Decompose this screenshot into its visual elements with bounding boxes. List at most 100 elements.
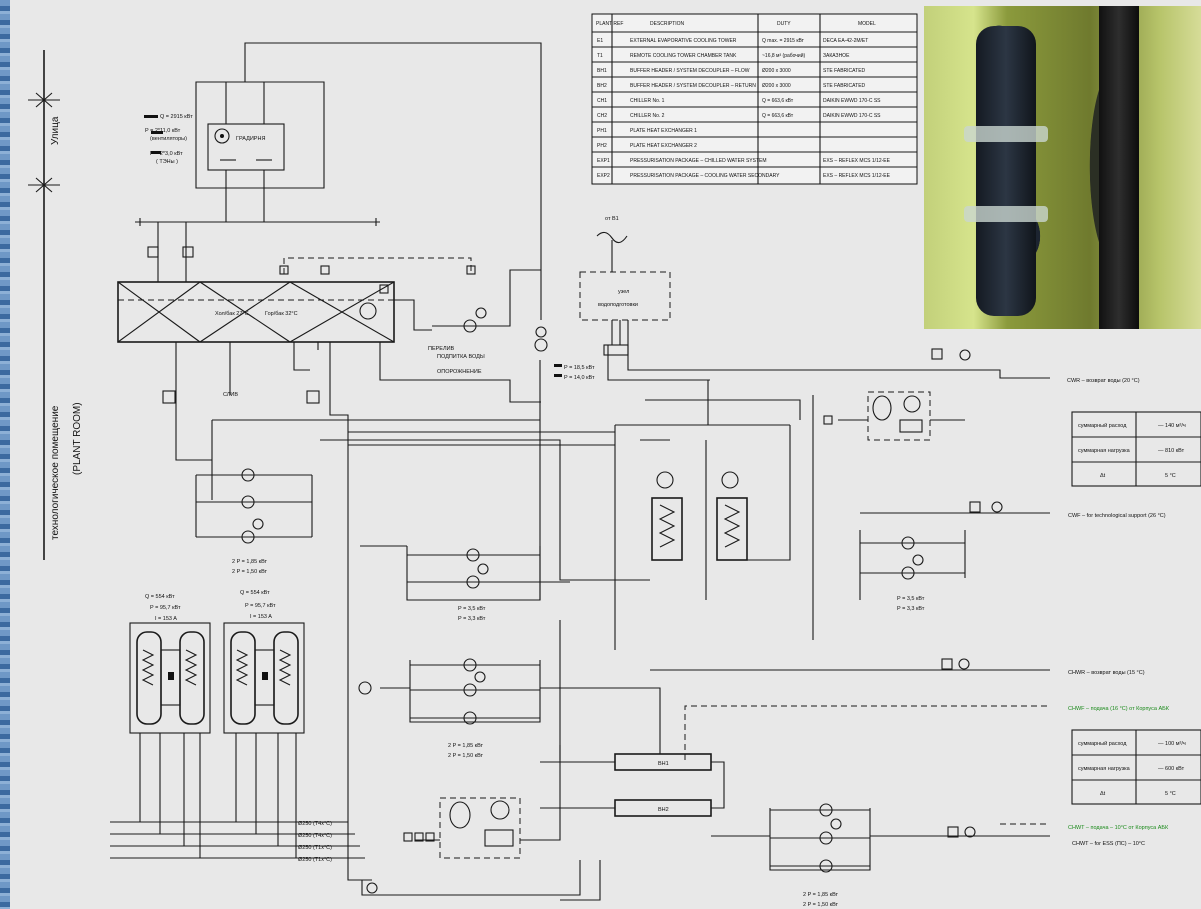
svg-text:Δt: Δt	[1100, 791, 1106, 797]
makeup-ref: от В1	[605, 216, 619, 222]
table-cell: Q max. = 2915 кВт	[762, 38, 805, 44]
table-cell: DAIKIN EWWD 170-C SS	[823, 113, 881, 119]
table-cell: DECA EA-42-2M/ET	[823, 38, 868, 44]
makeup-box1: узел	[618, 289, 629, 295]
outdoor-label: Улица	[50, 116, 61, 145]
tower-pump: P = 18,5 кВт P = 14,0 кВт	[432, 269, 595, 381]
svg-text:P = 95,7 кВт: P = 95,7 кВт	[245, 603, 276, 609]
cooling-tower: ГРАДИРНЯ Q = 2915 кВт P = 2*11,0 кВт (ве…	[135, 42, 542, 320]
table-header: PLANT REF	[596, 21, 623, 27]
svg-text:P = 95,7 кВт: P = 95,7 кВт	[150, 605, 181, 611]
tower-p2b: ( ТЭНы )	[156, 159, 178, 165]
table-cell: REMOTE COOLING TOWER CHAMBER TANK	[630, 53, 737, 59]
table-cell: T1	[597, 53, 603, 59]
svg-text:5 °C: 5 °C	[1165, 473, 1176, 479]
svg-text:— 100 м³/ч: — 100 м³/ч	[1158, 741, 1186, 747]
table-cell: EXS – REFLEX MCS 1/12-EE	[823, 173, 891, 179]
table-cell: PH2	[597, 143, 607, 149]
tank-perel: ПЕРЕЛИВ	[428, 346, 455, 352]
svg-text:суммарный расход: суммарный расход	[1078, 422, 1127, 429]
expansion-package-1	[823, 391, 965, 441]
out-chwf-green: CHWF – подача (16 °C) от Корпуса АБК	[1068, 706, 1170, 712]
main-distribution	[162, 360, 650, 901]
tank-overflow: ПОДПИТКА ВОДЫ	[437, 354, 485, 360]
tower-p1: P = 2*11,0 кВт	[145, 128, 181, 134]
pump-group-1: 2 P = 1,85 кВт 2 P = 1,50 кВт	[195, 468, 313, 575]
chiller-1: Q = 554 кВт P = 95,7 кВт I = 153 A	[129, 594, 211, 734]
table-cell: EXP1	[597, 158, 610, 164]
legend-box-2: суммарный расход — 100 м³/ч суммарная на…	[1071, 729, 1201, 805]
table-cell: Ø200 x 3000	[762, 68, 791, 74]
tower-name: ГРАДИРНЯ	[236, 136, 265, 142]
tower-p2: P = 2*3,0 кВт	[150, 151, 183, 157]
tank-right: Гор/бак 32°C	[265, 311, 298, 317]
chiller-2: Q = 554 кВт P = 95,7 кВт I = 153 A	[223, 590, 305, 734]
svg-text:I = 153 A: I = 153 A	[250, 614, 272, 620]
table-cell: Q = 663,6 кВт	[762, 113, 794, 119]
pump-group-5: 2 P = 1,85 кВт 2 P = 1,50 кВт	[769, 803, 871, 908]
svg-text:2 P = 1,85 кВт: 2 P = 1,85 кВт	[803, 892, 839, 898]
table-cell: CH2	[597, 113, 607, 119]
table-cell: PRESSURISATION PACKAGE – CHILLED WATER S…	[630, 158, 767, 164]
table-cell: E1	[597, 38, 603, 44]
svg-text:BH1: BH1	[658, 761, 669, 767]
table-cell: STE FABRICATED	[823, 68, 866, 74]
tower-pump-p2: P = 14,0 кВт	[564, 375, 595, 381]
equipment-table: PLANT REF DESCRIPTION DUTY MODEL E1 EXTE…	[591, 13, 918, 185]
cooling-tank: Хол/бак 27°C Гор/бак 32°C ПОДПИТКА ВОДЫ …	[117, 222, 541, 881]
buffer-headers: BH1 BH2	[358, 681, 770, 837]
svg-text:P = 3,3 кВт: P = 3,3 кВт	[458, 616, 486, 622]
expansion-package-2	[403, 745, 561, 859]
table-cell: PH1	[597, 128, 607, 134]
pump-group-3: 2 P = 1,85 кВт 2 P = 1,50 кВт	[409, 658, 541, 759]
equipment-photo	[924, 6, 1201, 329]
tower-pump-p1: P = 18,5 кВт	[564, 365, 595, 371]
svg-text:суммарный расход: суммарный расход	[1078, 740, 1127, 747]
svg-text:Ø250 (Т1х°C): Ø250 (Т1х°C)	[298, 845, 332, 851]
water-treatment: от В1 узел водоподготовки	[579, 216, 710, 381]
table-cell: CHILLER No. 1	[630, 98, 665, 104]
table-cell: PLATE HEAT EXCHANGER 2	[630, 143, 697, 149]
svg-text:2 P = 1,50 кВт: 2 P = 1,50 кВт	[448, 753, 484, 759]
svg-text:P = 3,3 кВт: P = 3,3 кВт	[897, 606, 925, 612]
out-chwt: CHWT – for ESS (ПС) – 10°C	[1072, 841, 1145, 847]
plate-heat-exchangers	[614, 380, 814, 650]
table-cell: ЗАКАЗНОЕ	[823, 53, 850, 59]
table-cell: BUFFER HEADER / SYSTEM DECOUPLER – FLOW	[630, 68, 750, 74]
table-cell: CH1	[597, 98, 607, 104]
chiller-piping: Ø250 (Т4х°C) Ø250 (Т4х°C) Ø250 (Т1х°C) Ø…	[110, 733, 581, 896]
table-header: DESCRIPTION	[650, 21, 685, 27]
out-cwr: CWR – возврат воды (20 °C)	[1067, 378, 1140, 384]
pump-group-4: P = 3,5 кВт P = 3,3 кВт	[859, 530, 966, 612]
tank-drain: ОПОРОЖНЕНИЕ	[437, 369, 482, 375]
side-label-1: технологическое помещение	[50, 405, 61, 540]
out-cwf: CWF – for technological support (26 °C)	[1068, 513, 1166, 519]
svg-text:Ø250 (Т4х°C): Ø250 (Т4х°C)	[298, 821, 332, 827]
svg-text:Q = 554 кВт: Q = 554 кВт	[240, 590, 270, 596]
svg-text:суммарная нагрузка: суммарная нагрузка	[1078, 766, 1131, 772]
tank-left: Хол/бак 27°C	[215, 311, 249, 317]
svg-text:2 P = 1,85 кВт: 2 P = 1,85 кВт	[232, 559, 268, 565]
svg-text:BH2: BH2	[658, 807, 669, 813]
svg-text:2 P = 1,85 кВт: 2 P = 1,85 кВт	[448, 743, 484, 749]
svg-text:Δt: Δt	[1100, 473, 1106, 479]
table-header: MODEL	[858, 21, 876, 27]
svg-text:2 P = 1,50 кВт: 2 P = 1,50 кВт	[803, 902, 839, 908]
table-cell: EXP2	[597, 173, 610, 179]
svg-text:2 P = 1,50 кВт: 2 P = 1,50 кВт	[232, 569, 268, 575]
table-cell: Q = 663,6 кВт	[762, 98, 794, 104]
svg-text:Ø250 (Т1х°C): Ø250 (Т1х°C)	[298, 857, 332, 863]
svg-text:5 °C: 5 °C	[1165, 791, 1176, 797]
makeup-box2: водоподготовки	[598, 302, 638, 308]
out-chwt-green: CHWT – подача – 10°C от Корпуса АБК	[1068, 825, 1169, 831]
legend-box-1: суммарный расход — 140 м³/ч суммарная на…	[1071, 411, 1201, 487]
table-cell: PLATE HEAT EXCHANGER 1	[630, 128, 697, 134]
svg-text:Ø250 (Т4х°C): Ø250 (Т4х°C)	[298, 833, 332, 839]
table-cell: EXTERNAL EVAPORATIVE COOLING TOWER	[630, 38, 737, 44]
tower-q: Q = 2915 кВт	[160, 114, 193, 120]
out-chwr: CHWR – возврат воды (15 °C)	[1068, 670, 1145, 676]
svg-text:— 600 кВт: — 600 кВт	[1158, 766, 1185, 772]
table-cell: CHILLER No. 2	[630, 113, 665, 119]
output-lines: CWR – возврат воды (20 °C) CWF – for tec…	[628, 348, 1170, 847]
